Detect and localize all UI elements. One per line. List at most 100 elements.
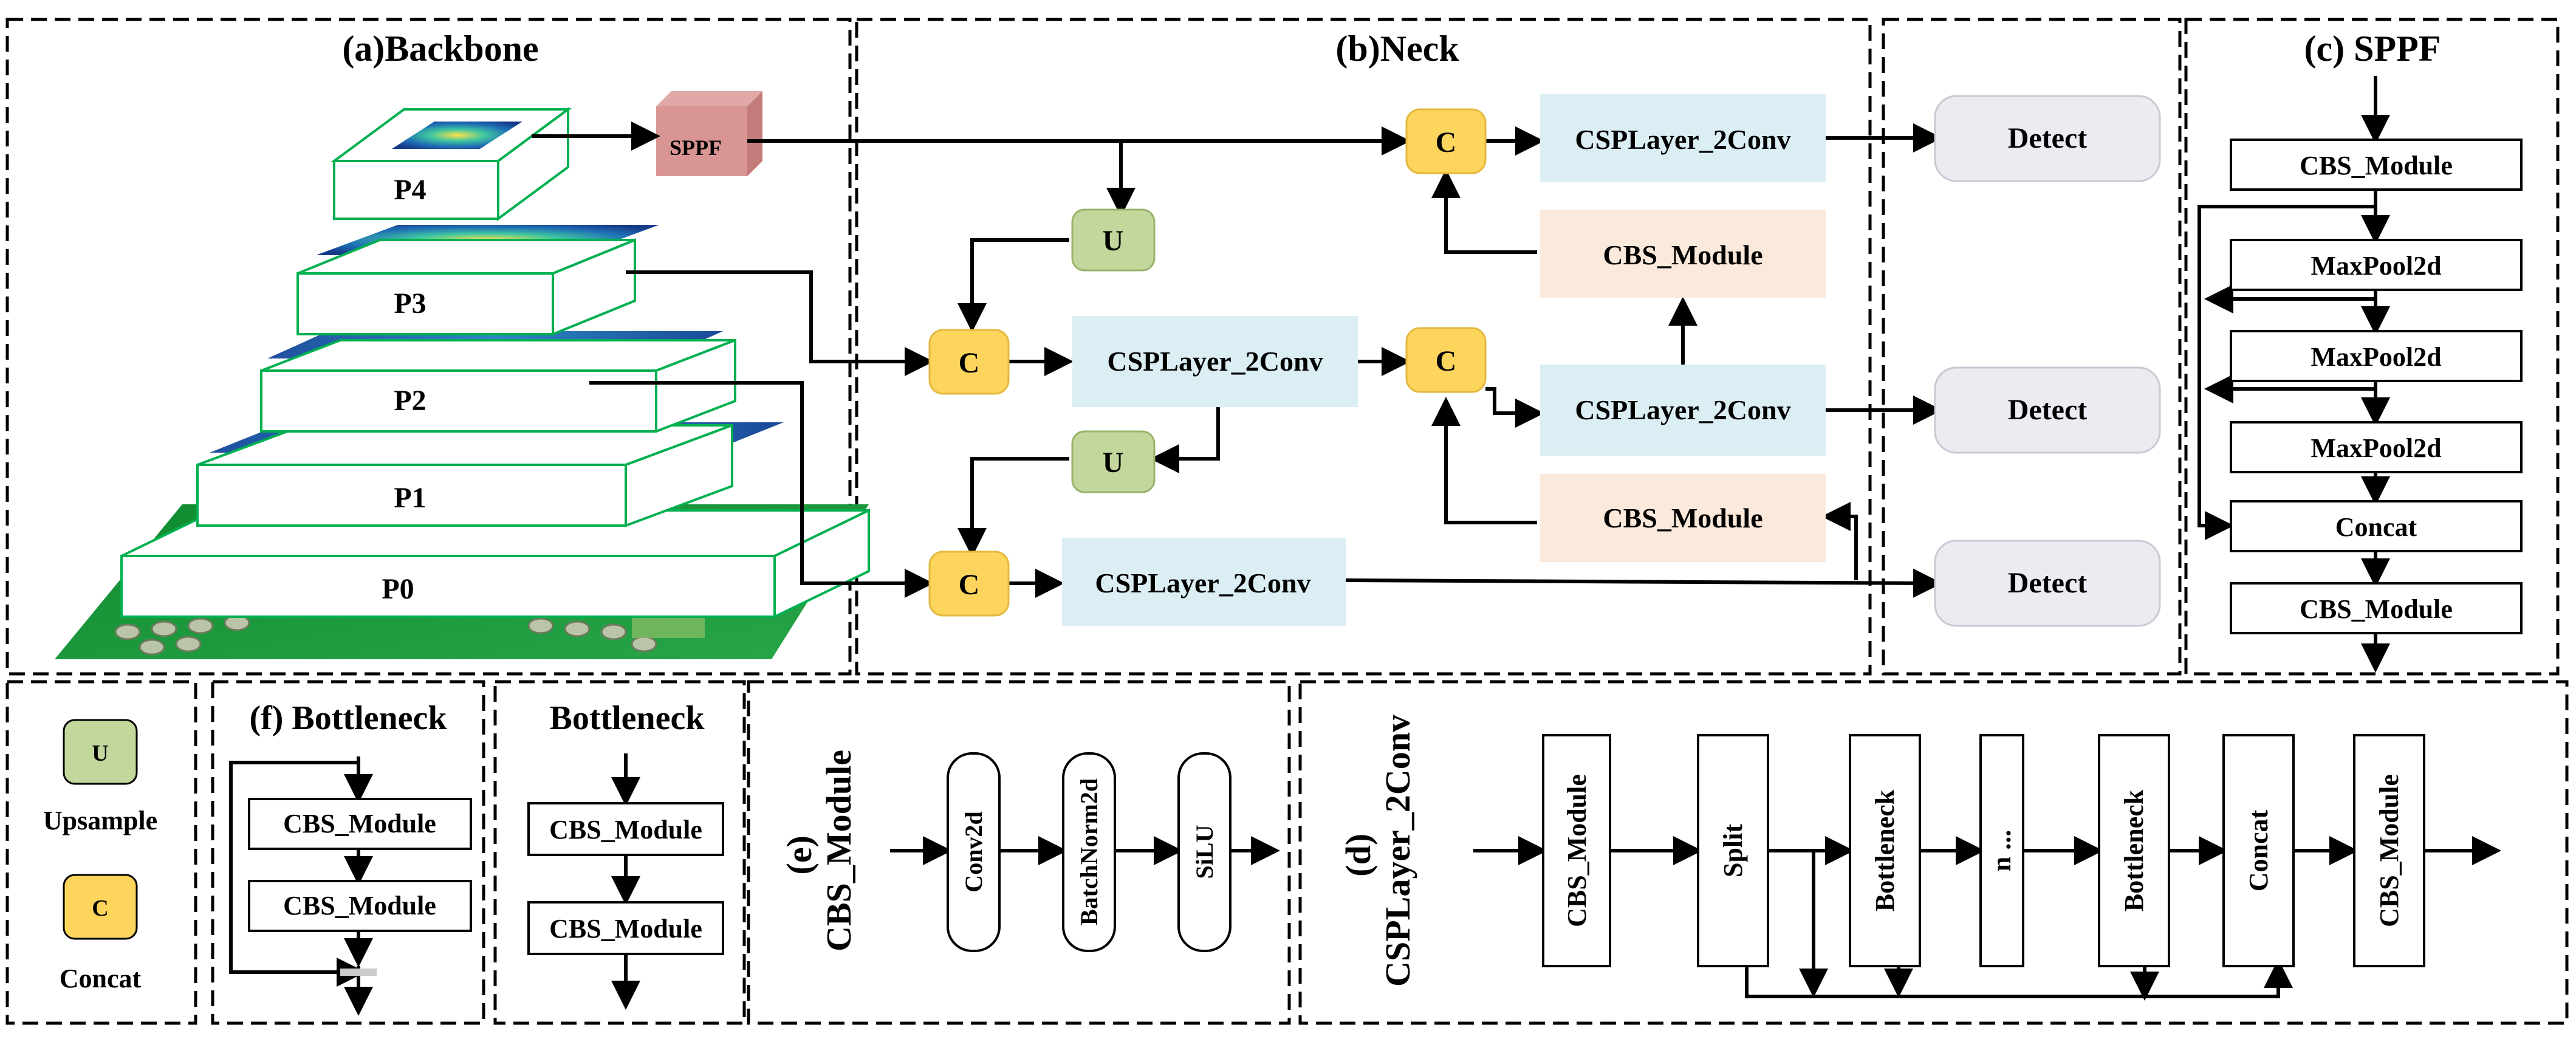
- legend-upsample-label: Upsample: [43, 806, 157, 835]
- csp-cbs-module: CBS_Module: [1542, 734, 1611, 967]
- backbone-pyramid: P0 P1 P2 P3 P4: [55, 107, 870, 659]
- svg-text:Conv2d: Conv2d: [960, 811, 987, 892]
- svg-text:CBS_Module: CBS_Module: [549, 815, 702, 845]
- legend-concat: C Concat: [60, 874, 142, 993]
- detect-head: Detect: [1934, 540, 2161, 627]
- bottleneck-f-cbs: CBS_Module: [248, 798, 472, 850]
- detect-head: Detect: [1934, 366, 2161, 454]
- bottleneck-panel: [493, 680, 746, 1025]
- cbs-module-block: CBS_Module: [1540, 474, 1826, 562]
- cbs-module-title: (e) CBS_Module: [779, 750, 858, 952]
- csp-layer-block: CSPLayer_2Conv: [1062, 538, 1346, 626]
- bottleneck-f-title: (f) Bottleneck: [249, 699, 447, 737]
- svg-text:CSPLayer_2Conv: CSPLayer_2Conv: [1575, 124, 1790, 155]
- svg-text:C: C: [959, 347, 980, 379]
- svg-text:Detect: Detect: [2008, 567, 2088, 599]
- sppf-flow-lines: [2197, 76, 2390, 673]
- cbs-silu: SiLU: [1177, 752, 1231, 952]
- svg-text:C: C: [1436, 126, 1457, 159]
- level-p3: P3: [394, 287, 426, 320]
- svg-text:Concat: Concat: [2244, 809, 2273, 891]
- backbone-panel: [5, 18, 852, 676]
- svg-text:CBS_Module: CBS_Module: [2300, 151, 2453, 180]
- bottleneck-title: Bottleneck: [549, 699, 705, 737]
- csp-cbs-module: CBS_Module: [2353, 734, 2425, 967]
- bottleneck-f-cbs: CBS_Module: [248, 880, 472, 932]
- cbs-module-panel: [747, 680, 1291, 1025]
- svg-text:CBS_Module: CBS_Module: [283, 891, 436, 921]
- sppf-cube: SPPF: [656, 91, 762, 176]
- level-p2: P2: [394, 385, 426, 417]
- cbs-module-block: CBS_Module: [1540, 210, 1826, 298]
- concat-node: C: [1405, 327, 1487, 393]
- detect-panel: [1882, 18, 2182, 676]
- bottleneck-cbs: CBS_Module: [527, 802, 724, 856]
- csp-layer-panel: [1298, 680, 2569, 1025]
- svg-text:SiLU: SiLU: [1191, 825, 1218, 879]
- svg-text:CBS_Module: CBS_Module: [283, 809, 436, 838]
- csp-layer-block: CSPLayer_2Conv: [1540, 365, 1826, 456]
- concat-node: C: [928, 550, 1010, 617]
- csp-bottleneck: Bottleneck: [1849, 734, 1921, 967]
- sppf-cbs-module: CBS_Module: [2230, 582, 2523, 634]
- legend-panel: [5, 680, 197, 1025]
- legend-upsample: U Upsample: [43, 719, 157, 835]
- sppf-concat: Concat: [2230, 500, 2523, 552]
- svg-text:CBS_Module: CBS_Module: [2374, 774, 2404, 927]
- bottleneck-cbs: CBS_Module: [527, 901, 724, 955]
- detect-head: Detect: [1934, 95, 2161, 182]
- svg-text:U: U: [1103, 447, 1124, 479]
- svg-text:MaxPool2d: MaxPool2d: [2311, 251, 2441, 281]
- sppf-panel: [2184, 18, 2560, 676]
- concat-node: C: [1405, 108, 1487, 174]
- svg-text:MaxPool2d: MaxPool2d: [2311, 342, 2441, 372]
- upsample-node: U: [1071, 430, 1156, 493]
- sppf-maxpool2d: MaxPool2d: [2230, 239, 2523, 291]
- sppf-maxpool2d: MaxPool2d: [2230, 330, 2523, 382]
- csp-layer-block: CSPLayer_2Conv: [1072, 316, 1358, 407]
- svg-text:CSPLayer_2Conv: CSPLayer_2Conv: [1575, 394, 1790, 425]
- svg-text:Concat: Concat: [2335, 512, 2417, 542]
- svg-text:Split: Split: [1718, 824, 1748, 877]
- svg-text:C: C: [92, 896, 108, 921]
- level-p1: P1: [394, 482, 426, 514]
- csp-bottleneck: Bottleneck: [2098, 734, 2170, 967]
- level-p0: P0: [382, 573, 414, 605]
- bottleneck-f-add: [340, 969, 377, 976]
- svg-text:CBS_Module: CBS_Module: [549, 914, 702, 944]
- neck-panel: [855, 18, 1872, 676]
- svg-text:C: C: [1436, 345, 1457, 377]
- csp-flow-lines: [1473, 836, 2501, 1001]
- svg-text:n ...: n ...: [1987, 830, 2016, 871]
- csp-split: Split: [1697, 734, 1769, 967]
- svg-text:MaxPool2d: MaxPool2d: [2311, 433, 2441, 463]
- csp-layer-title: (d) CSPLayer_2Conv: [1338, 715, 1417, 987]
- svg-text:Detect: Detect: [2008, 122, 2088, 154]
- level-p4: P4: [394, 174, 426, 206]
- concat-node: C: [928, 329, 1010, 395]
- upsample-node: U: [1071, 208, 1156, 272]
- svg-text:U: U: [92, 741, 108, 766]
- neck-title: (b)Neck: [1335, 29, 1459, 69]
- cbs-batchnorm2d: BatchNorm2d: [1062, 752, 1116, 952]
- bottleneck-f-panel: [211, 680, 485, 1025]
- csp-repeat-n: n ...: [1979, 734, 2024, 967]
- svg-text:CSPLayer_2Conv: CSPLayer_2Conv: [1095, 568, 1310, 598]
- svg-text:CBS_Module: CBS_Module: [1603, 239, 1762, 270]
- neck-connections: [532, 122, 1942, 598]
- bottleneck-f-lines: [229, 756, 373, 1016]
- feature-map-p4: [392, 122, 522, 149]
- legend-concat-label: Concat: [60, 964, 142, 993]
- sppf-maxpool2d: MaxPool2d: [2230, 421, 2523, 473]
- sppf-cbs-module: CBS_Module: [2230, 139, 2523, 191]
- svg-text:CBS_Module: CBS_Module: [1562, 774, 1592, 927]
- sppf-cube-label: SPPF: [670, 135, 722, 160]
- backbone-title: (a)Backbone: [342, 29, 538, 69]
- cbs-conv2d: Conv2d: [947, 752, 1001, 952]
- svg-text:CBS_Module: CBS_Module: [1603, 502, 1762, 533]
- svg-text:CSPLayer_2Conv: CSPLayer_2Conv: [1107, 346, 1323, 377]
- svg-text:Bottleneck: Bottleneck: [2119, 789, 2149, 911]
- sppf-title: (c) SPPF: [2304, 29, 2441, 69]
- svg-text:Bottleneck: Bottleneck: [1870, 789, 1900, 911]
